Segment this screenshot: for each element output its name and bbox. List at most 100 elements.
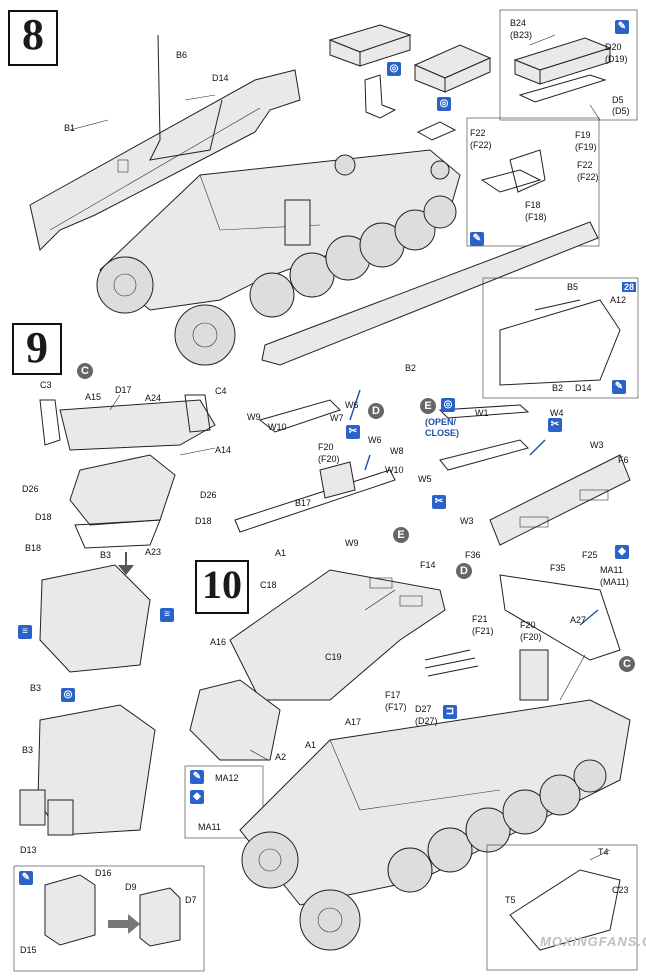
label-d26-right: D26 (200, 490, 217, 500)
label-w8: W8 (390, 446, 404, 456)
label-b6: B6 (176, 50, 188, 60)
paint-icon: ✎ (19, 871, 33, 885)
vehicle-hull-step10 (239, 649, 631, 951)
label-ma11-b: MA11 (198, 822, 221, 832)
label-f17-alt: (F17) (385, 702, 407, 712)
label-a23: A23 (145, 547, 162, 557)
marker-c-step10: C (619, 656, 635, 672)
cut-icon: ✂ (548, 418, 562, 432)
label-ma11-alt: (MA11) (600, 577, 629, 587)
marker-e-step10: E (420, 398, 436, 414)
part-b1 (29, 69, 301, 251)
label-f22-b-alt: (F22) (577, 172, 599, 182)
marker-e-upper: E (393, 527, 409, 543)
label-b23: (B23) (510, 30, 533, 40)
label-c19: C19 (325, 652, 342, 662)
cement-icon: ◎ (441, 398, 455, 412)
label-b17: B17 (295, 498, 312, 508)
step-8-group (29, 9, 639, 399)
label-w6-b: W6 (368, 435, 382, 445)
label-w3-b: W3 (460, 516, 474, 526)
label-d14: D14 (212, 73, 229, 83)
step-number-10: 10 (195, 560, 249, 614)
step-10-group (184, 399, 638, 971)
cement-icon: ◎ (387, 62, 401, 76)
detail-box-jerrycan (13, 865, 205, 972)
label-f19: F19 (575, 130, 591, 140)
label-ma12: MA12 (215, 773, 239, 783)
label-ma11: MA11 (600, 565, 623, 575)
label-w5: W5 (418, 474, 432, 484)
label-d15: D15 (20, 945, 37, 955)
label-a14: A14 (215, 445, 232, 455)
label-f6: F6 (618, 455, 629, 465)
blue-arrows (349, 389, 599, 626)
label-w9-b: W9 (345, 538, 359, 548)
label-f36: F36 (465, 550, 481, 560)
label-w4: W4 (550, 408, 564, 418)
label-f22-b: F22 (577, 160, 593, 170)
label-b2-inset: B2 (552, 383, 564, 393)
part-b2-fender (261, 221, 599, 366)
part-b3-plate (39, 564, 151, 673)
label-f20-c-alt: (F20) (520, 632, 542, 642)
label-w7: W7 (330, 413, 344, 423)
label-b5: B5 (567, 282, 579, 292)
label-w9: W9 (247, 412, 261, 422)
label-b18: B18 (25, 543, 42, 553)
label-d14-inset: D14 (575, 383, 592, 393)
label-f22: F22 (470, 128, 486, 138)
option-icon: ≡ (160, 608, 174, 622)
label-c3: C3 (40, 380, 52, 390)
paint-icon: ✎ (612, 380, 626, 394)
label-c23: C23 (612, 885, 629, 895)
watermark: MOXINGFANS.COM (540, 934, 646, 949)
marker-d-upper: D (456, 563, 472, 579)
label-w6: W6 (345, 400, 359, 410)
open-close-note-line1: (OPEN/ (425, 417, 457, 427)
label-d16: D16 (95, 868, 112, 878)
label-f18: F18 (525, 200, 541, 210)
paint-icon: ✎ (470, 232, 484, 246)
label-d13: D13 (20, 845, 37, 855)
label-f35: F35 (550, 563, 566, 573)
label-f25: F25 (582, 550, 598, 560)
label-b3-mid: B3 (30, 683, 42, 693)
label-f19-alt: (F19) (575, 142, 597, 152)
page-ref: 28 (622, 282, 637, 292)
label-t5: T5 (505, 895, 516, 905)
label-b24: B24 (510, 18, 527, 28)
label-a16: A16 (210, 637, 227, 647)
label-a27: A27 (570, 615, 587, 625)
paint-icon: ✎ (615, 20, 629, 34)
label-a15: A15 (85, 392, 102, 402)
detail-box-tow (486, 844, 638, 971)
label-d26-left: D26 (22, 484, 39, 494)
label-b2: B2 (405, 363, 417, 373)
cut-icon: ✂ (432, 495, 446, 509)
label-f17: F17 (385, 690, 401, 700)
label-w10: W10 (268, 422, 287, 432)
label-d18-right: D18 (195, 516, 212, 526)
label-a1-b: A1 (305, 740, 317, 750)
label-d17: D17 (115, 385, 132, 395)
label-d27: D27 (415, 704, 432, 714)
open-close-note-line2: CLOSE) (425, 428, 460, 438)
cut-icon: ✂ (346, 425, 360, 439)
label-c18: C18 (260, 580, 277, 590)
label-w10-b: W10 (385, 465, 404, 475)
label-d9: D9 (125, 882, 137, 892)
label-d5-alt: (D5) (612, 106, 630, 116)
paint-icon: ✎ (190, 770, 204, 784)
label-f21-alt: (F21) (472, 626, 494, 636)
cement-icon: ◎ (437, 97, 451, 111)
label-d27-alt: (D27) (415, 716, 438, 726)
label-f14: F14 (420, 560, 436, 570)
detail-box-ma (184, 765, 264, 839)
label-a24: A24 (145, 393, 162, 403)
label-f20: F20 (318, 442, 334, 452)
cement-icon: ◎ (61, 688, 75, 702)
marker-c-step9: C (77, 363, 93, 379)
label-d7: D7 (185, 895, 197, 905)
